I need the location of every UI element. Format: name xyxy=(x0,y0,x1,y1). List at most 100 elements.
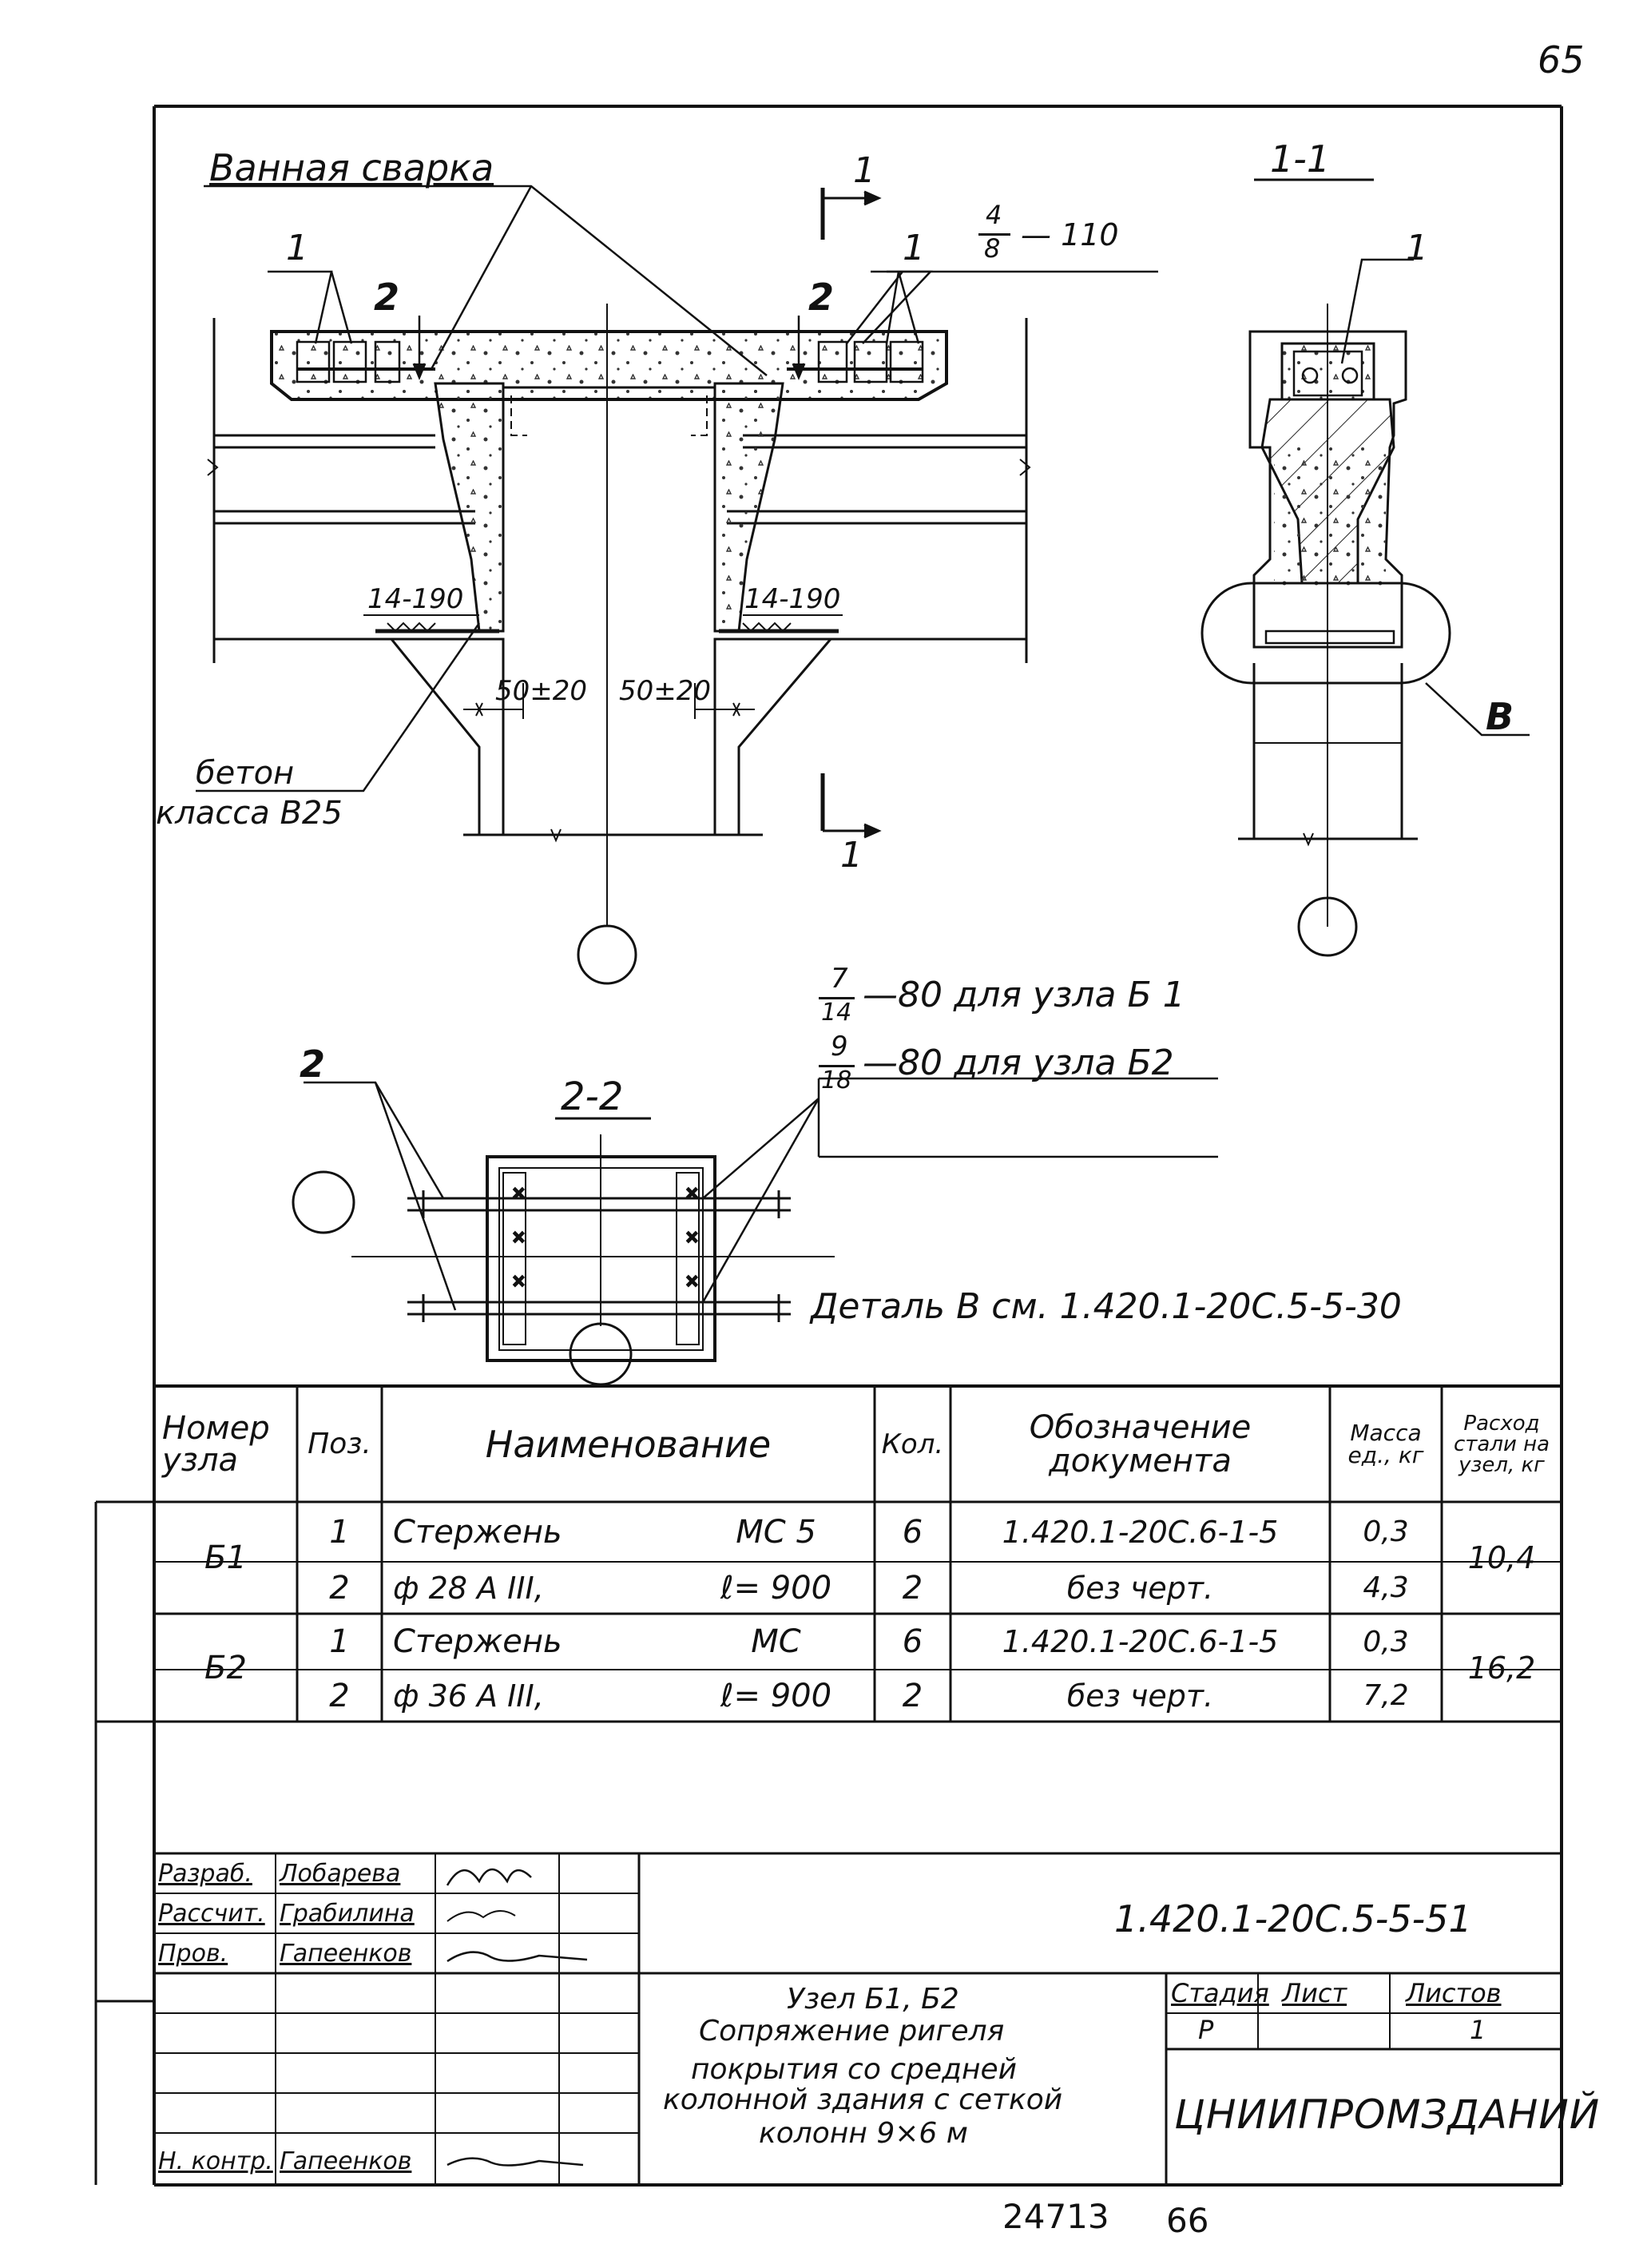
table-row-3-mass: 0,3 xyxy=(1363,1625,1409,1658)
weld-dim-left: 14-190 xyxy=(367,583,464,615)
table-row-3-qty: 6 xyxy=(902,1623,923,1660)
concrete-label-2: класса В25 xyxy=(156,795,343,832)
weld-note-2-bar xyxy=(819,1065,855,1067)
header-mass: Масса ед., кг xyxy=(1330,1386,1442,1502)
header-pos-text: Поз. xyxy=(308,1428,371,1460)
table-row-2-doc: без черт. xyxy=(1066,1570,1214,1606)
section-mark-bottom: 1 xyxy=(840,835,863,876)
table-row-4-pos: 2 xyxy=(329,1677,350,1714)
row-node-b2: Б2 xyxy=(204,1649,247,1686)
tb-title-line-1: Узел Б1, Б2 xyxy=(787,1983,959,2016)
table-row-2-name: ф 28 А III, xyxy=(393,1570,544,1606)
weld-note-2-suffix: —80 для узла Б2 xyxy=(863,1043,1174,1083)
tb-name-1: Лобарева xyxy=(280,1860,401,1888)
table-row-1-mark: МС 5 xyxy=(736,1513,816,1551)
table-row-1-mass: 0,3 xyxy=(1363,1515,1409,1548)
header-node-text: Номер узла xyxy=(162,1409,270,1479)
row-node-b1: Б1 xyxy=(204,1539,247,1576)
header-node: Номер узла xyxy=(154,1386,297,1502)
tb-organization: ЦНИИПРОМЗДАНИЙ xyxy=(1174,2091,1601,2138)
table-row-4-mass: 7,2 xyxy=(1363,1679,1409,1712)
table-row-3-mark: МС xyxy=(751,1623,801,1660)
tb-title-line-2: Сопряжение ригеля xyxy=(699,2015,1005,2048)
table-row-4-mark: ℓ= 900 xyxy=(720,1677,832,1714)
svg-text:×: × xyxy=(685,1271,699,1290)
tb-title-line-5: колонн 9×6 м xyxy=(759,2117,968,2150)
sheet-frame xyxy=(153,105,1563,2185)
table-row-3-pos: 1 xyxy=(329,1623,350,1660)
tb-name-3: Гапеенков xyxy=(280,1940,412,1968)
callout-pos1-left: 1 xyxy=(286,228,308,268)
weld-note-1-suffix: —80 для узла Б 1 xyxy=(863,975,1185,1015)
weld-note-1-bottom: 14 xyxy=(821,999,852,1027)
tb-role-1: Разраб. xyxy=(158,1860,252,1888)
section-1-1-label: 1-1 xyxy=(1270,137,1331,181)
welding-label: Ванная сварка xyxy=(209,146,494,189)
tb-sheets-label: Листов xyxy=(1406,1978,1502,2008)
tb-role-3: Пров. xyxy=(158,1940,228,1968)
table-row-4-name: ф 36 А III, xyxy=(393,1678,544,1714)
tb-role-8: Н. контр. xyxy=(158,2147,273,2175)
header-name-text: Наименование xyxy=(485,1422,772,1466)
svg-text:×: × xyxy=(512,1227,526,1246)
weld-dim-right: 14-190 xyxy=(744,583,841,615)
table-row-1-pos: 1 xyxy=(329,1513,350,1551)
header-doc: Обозначение документа xyxy=(950,1386,1330,1502)
tb-stage-value: Р xyxy=(1198,2015,1214,2045)
elevation-view xyxy=(196,185,1158,985)
header-steel-text: Расход стали на узел, кг xyxy=(1453,1411,1550,1477)
weld-note-1-top: 7 xyxy=(831,963,848,995)
gap-dim-left: 50±20 xyxy=(495,675,588,707)
footer-number-left: 24713 xyxy=(1002,2197,1109,2236)
gap-dim-right: 50±20 xyxy=(619,675,712,707)
tb-title-line-3: покрытия со средней xyxy=(691,2053,1018,2086)
callout-frac-suffix: — 110 xyxy=(1021,217,1119,252)
section-1-1-view xyxy=(1201,178,1530,957)
callout-frac-bar xyxy=(978,233,1010,236)
table-row-2-mass: 4,3 xyxy=(1363,1571,1409,1604)
table-row-1-doc: 1.420.1-20С.6-1-5 xyxy=(1002,1514,1279,1550)
tb-sheet-label: Лист xyxy=(1282,1978,1347,2008)
header-doc-text: Обозначение документа xyxy=(1029,1408,1252,1480)
detail-reference: Деталь В см. 1.420.1-20С.5-5-30 xyxy=(811,1286,1402,1327)
callout-frac-bottom: 8 xyxy=(984,233,1001,264)
tb-stage-label: Стадия xyxy=(1171,1978,1269,2008)
callout-pos2-left: 2 xyxy=(374,276,400,319)
header-qty-text: Кол. xyxy=(881,1428,944,1460)
section-2-2-view: × × × × × × xyxy=(292,1077,1218,1386)
header-mass-text: Масса ед., кг xyxy=(1347,1419,1424,1468)
table-row-1-qty: 6 xyxy=(902,1513,923,1551)
tb-title-line-4: колонной здания с сеткой xyxy=(663,2083,1063,2116)
table-row-3-doc: 1.420.1-20С.6-1-5 xyxy=(1002,1624,1279,1659)
callout-pos2-right: 2 xyxy=(808,276,835,319)
table-row-2-pos: 2 xyxy=(329,1569,350,1607)
tb-doc-code: 1.420.1-20С.5-5-51 xyxy=(1114,1897,1472,1940)
svg-text:×: × xyxy=(685,1227,699,1246)
svg-text:×: × xyxy=(685,1183,699,1202)
callout-pos1-right: 1 xyxy=(903,228,925,268)
table-row-3-name: Стержень xyxy=(393,1623,562,1660)
row-steel-b1: 10,4 xyxy=(1467,1540,1536,1575)
table-row-1-name: Стержень xyxy=(393,1513,562,1551)
tb-name-2: Грабилина xyxy=(280,1900,415,1928)
section-mark-top: 1 xyxy=(853,150,875,191)
svg-text:×: × xyxy=(512,1183,526,1202)
tb-role-2: Рассчит. xyxy=(158,1900,265,1928)
table-row-4-qty: 2 xyxy=(902,1677,923,1714)
section-2-2-label: 2-2 xyxy=(561,1074,624,1119)
header-name: Наименование xyxy=(382,1386,875,1502)
callout-sec11-pos1: 1 xyxy=(1406,228,1428,268)
tb-sheets-value: 1 xyxy=(1470,2015,1486,2045)
svg-text:×: × xyxy=(512,1271,526,1290)
callout-detail-b: В xyxy=(1486,695,1514,738)
header-pos: Поз. xyxy=(297,1386,382,1502)
spec-table-grid xyxy=(94,1386,1563,2187)
callout-sec22-pos2: 2 xyxy=(300,1043,326,1086)
tb-name-8: Гапеенков xyxy=(280,2147,412,2175)
page-number: 65 xyxy=(1538,38,1585,81)
header-qty: Кол. xyxy=(875,1386,950,1502)
row-steel-b2: 16,2 xyxy=(1467,1650,1536,1686)
table-row-2-mark: ℓ= 900 xyxy=(720,1569,832,1607)
header-steel: Расход стали на узел, кг xyxy=(1442,1386,1562,1502)
